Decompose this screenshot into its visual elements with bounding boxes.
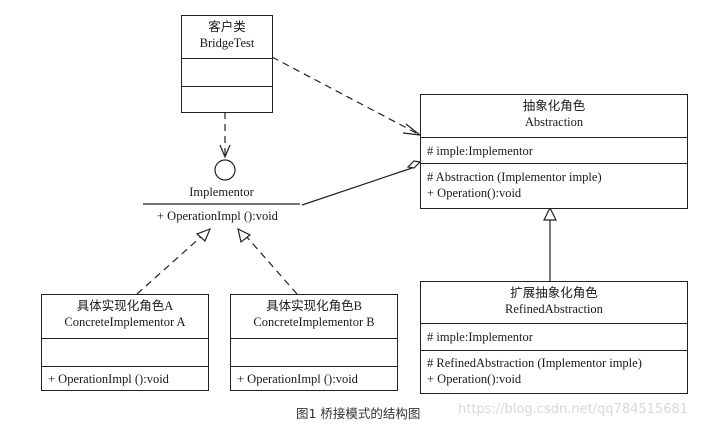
dependency-client-abstraction [271,56,421,136]
class-name-cn: 抽象化角色 [522,99,586,113]
class-name-cn: 具体实现化角色B [266,299,362,313]
attributes-section [182,58,272,86]
operations-section: + OperationImpl ():void [42,366,208,387]
figure-caption: 图1 桥接模式的结构图 [296,406,421,421]
operation: + OperationImpl ():void [48,372,169,386]
class-name-en: RefinedAbstraction [505,302,603,316]
class-abstraction[interactable]: 抽象化角色 Abstraction # imple:Implementor # … [420,94,688,209]
operation: + OperationImpl ():void [237,372,358,386]
open-arrowhead-icon [219,144,231,159]
class-name-cn: 扩展抽象化角色 [510,286,598,300]
attributes-section [231,338,397,366]
class-concrete-implementor-a[interactable]: 具体实现化角色A ConcreteImplementor A + Operati… [41,294,209,391]
class-name-cn: 具体实现化角色A [76,299,174,313]
class-header: 扩展抽象化角色 RefinedAbstraction [421,282,687,323]
interface-name[interactable]: Implementor [189,185,254,199]
attribute: # imple:Implementor [427,144,533,158]
operations-section: + OperationImpl ():void [231,366,397,387]
interface-circle-icon [214,159,236,181]
hollow-triangle-icon [237,227,252,244]
operations-section: # Abstraction (Implementor imple) + Oper… [421,163,687,201]
class-header: 具体实现化角色B ConcreteImplementor B [231,295,397,338]
class-concrete-implementor-b[interactable]: 具体实现化角色B ConcreteImplementor B + Operati… [230,294,398,391]
class-name-en: Abstraction [524,115,584,129]
class-name-cn: 客户类 [208,20,246,34]
class-refined-abstraction[interactable]: 扩展抽象化角色 RefinedAbstraction # imple:Imple… [420,281,688,394]
attributes-section: # imple:Implementor [421,323,687,350]
operation: # RefinedAbstraction (Implementor imple) [427,356,642,370]
interface-operation: + OperationImpl ():void [157,209,278,223]
attribute: # imple:Implementor [427,330,533,344]
class-header: 抽象化角色 Abstraction [421,95,687,137]
operation: + Operation():void [427,372,522,386]
attributes-section [42,338,208,366]
realization-b-implementor [245,235,298,295]
attributes-section: # imple:Implementor [421,137,687,163]
operation: # Abstraction (Implementor imple) [427,170,602,184]
class-name-en: BridgeTest [199,36,255,50]
realization-a-implementor [136,234,204,295]
operations-section [182,86,272,112]
class-header: 具体实现化角色A ConcreteImplementor A [42,295,208,338]
class-name-en: ConcreteImplementor B [253,315,375,329]
aggregation-diamond-icon [406,160,422,169]
hollow-triangle-icon [543,206,557,221]
aggregation-abstraction-implementor [301,167,413,206]
operations-section: # RefinedAbstraction (Implementor imple)… [421,350,687,387]
watermark: https://blog.csdn.net/qq784515681 [458,402,689,417]
class-header: 客户类 BridgeTest [182,16,272,58]
hollow-triangle-icon [195,227,212,243]
open-arrowhead-icon [402,123,423,136]
class-bridgetest[interactable]: 客户类 BridgeTest [181,15,273,113]
class-name-en: ConcreteImplementor A [64,315,186,329]
operation: + Operation():void [427,186,522,200]
